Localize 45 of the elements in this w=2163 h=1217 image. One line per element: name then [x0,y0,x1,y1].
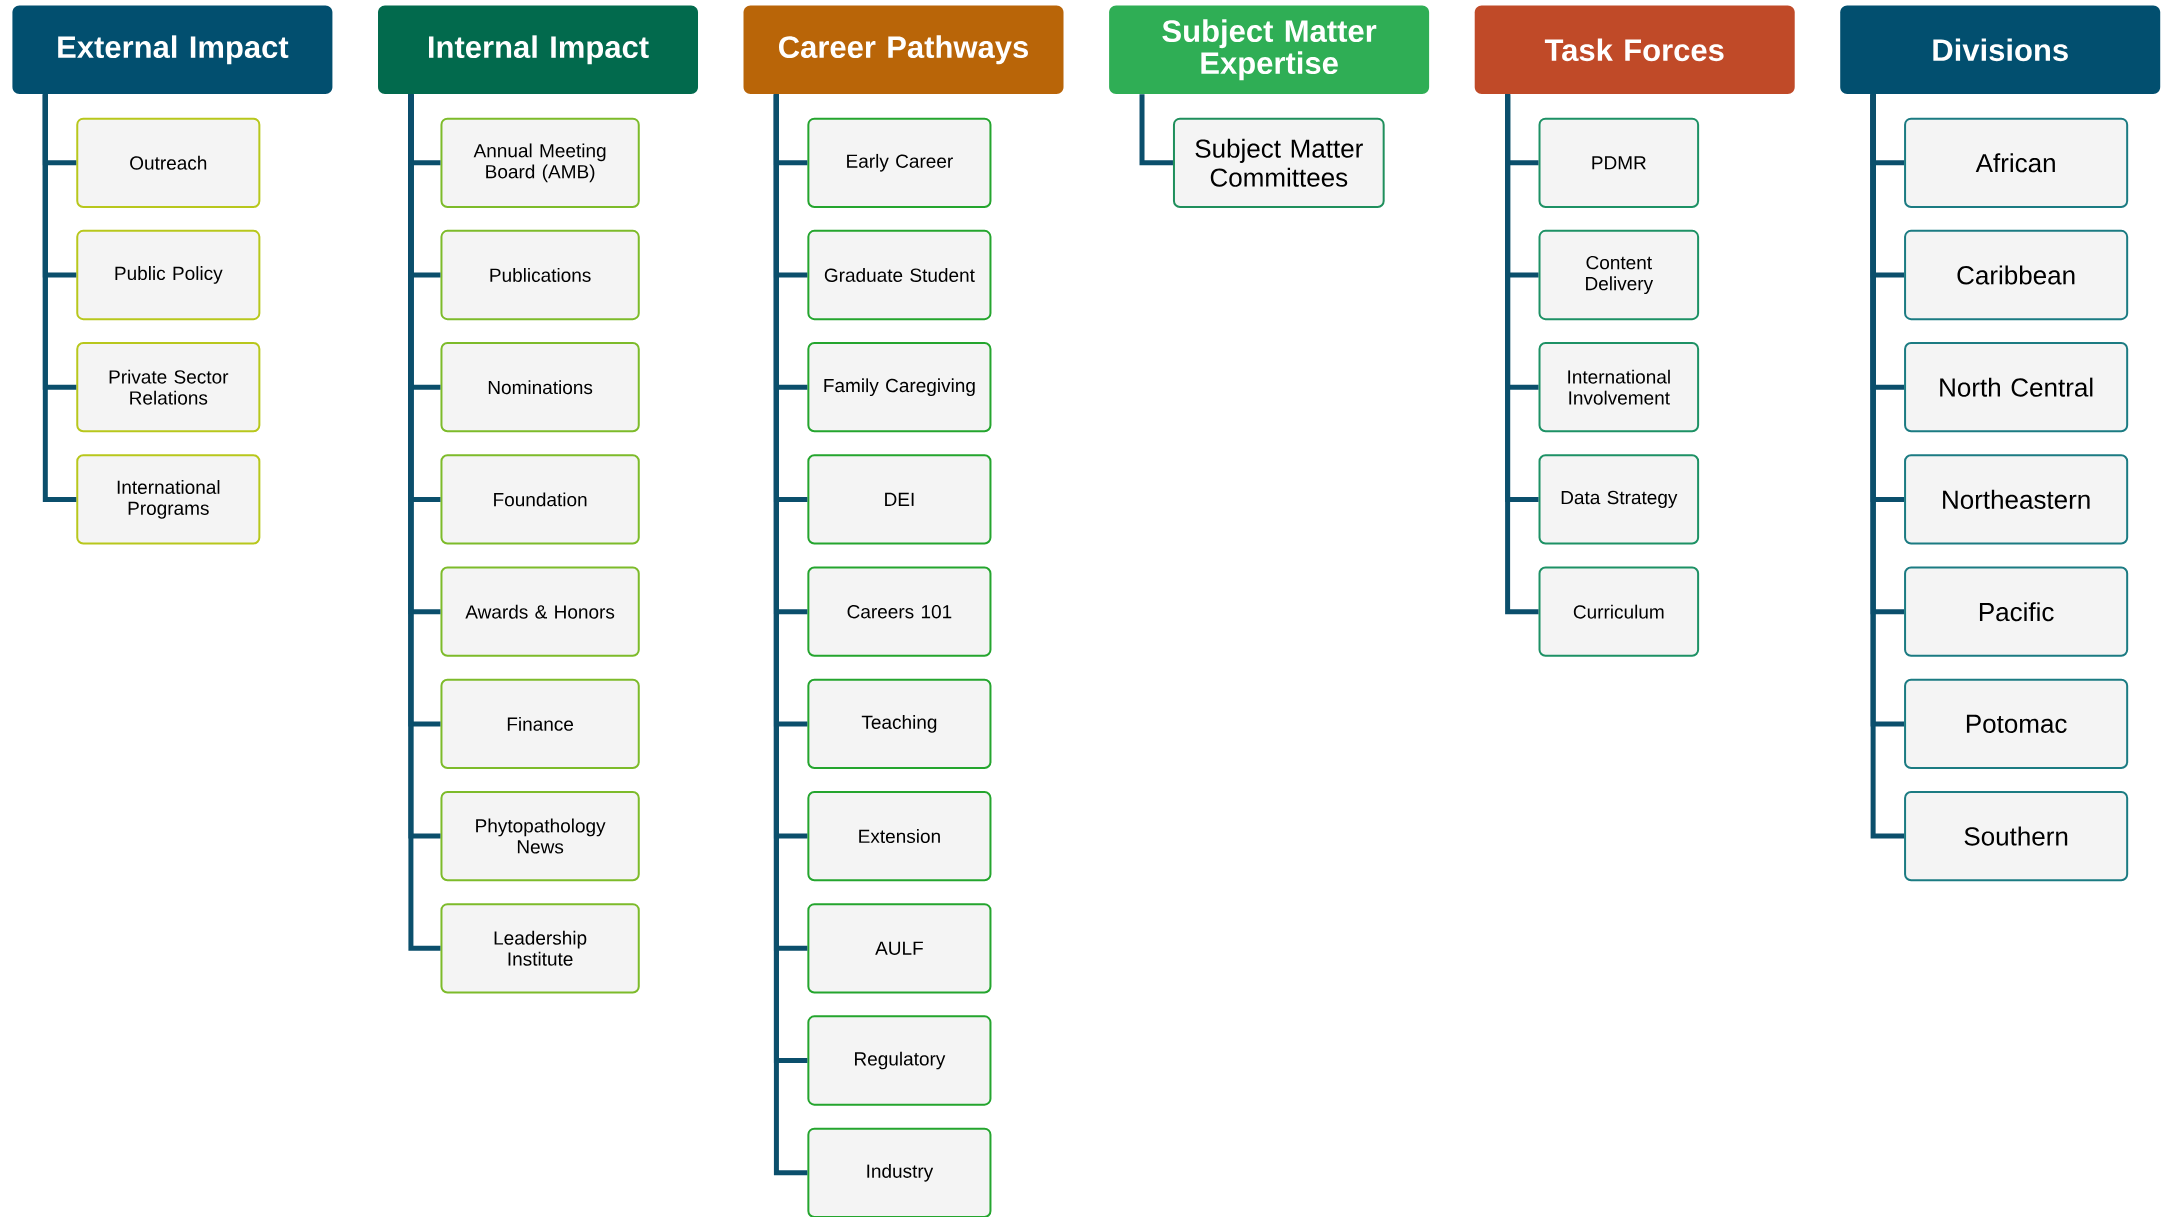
item-box: International Programs [76,454,261,545]
item-box: Careers 101 [807,566,992,657]
item-box: Awards & Honors [440,566,640,657]
item-box: Industry [807,1127,992,1217]
item-box: Pacific [1904,566,2129,657]
item-box: African [1904,117,2129,208]
item-box: Private Sector Relations [76,342,261,433]
item-box: Potomac [1904,678,2129,770]
connector-line [1870,94,1905,839]
item-box: Foundation [440,454,640,545]
item-box: Caribbean [1904,229,2129,321]
item-box: Finance [440,678,640,770]
connector-line [1505,94,1539,615]
item-box: Northeastern [1904,454,2129,545]
item-box: Graduate Student [807,229,992,321]
item-box: Early Career [807,117,992,208]
item-box: Publications [440,229,640,321]
header-box: Internal Impact [378,5,698,95]
item-box: International Involvement [1538,342,1700,433]
item-box: Annual Meeting Board (AMB) [440,117,640,208]
connector-line [1139,94,1173,166]
item-box: Regulatory [807,1015,992,1106]
item-box: Public Policy [76,229,261,321]
item-box: AULF [807,903,992,994]
item-box: Nominations [440,342,640,433]
item-box: Curriculum [1538,566,1700,657]
item-box: PDMR [1538,117,1700,208]
item-box: Subject Matter Committees [1172,117,1385,208]
item-box: Phytopathology News [440,790,640,882]
item-box: Outreach [76,117,261,208]
header-box: Divisions [1840,5,2161,95]
header-box: External Impact [12,5,333,95]
header-box: Task Forces [1474,5,1795,95]
item-box: Southern [1904,790,2129,882]
header-box: Subject Matter Expertise [1109,5,1430,95]
item-box: Family Caregiving [807,342,992,433]
item-box: Extension [807,790,992,882]
item-box: Content Delivery [1538,229,1700,321]
item-box: North Central [1904,342,2129,433]
item-box: Teaching [807,678,992,770]
connector-line [42,94,77,502]
item-box: Data Strategy [1538,454,1700,545]
item-box: Leadership Institute [440,903,640,994]
header-box: Career Pathways [743,5,1064,95]
item-box: DEI [807,454,992,545]
